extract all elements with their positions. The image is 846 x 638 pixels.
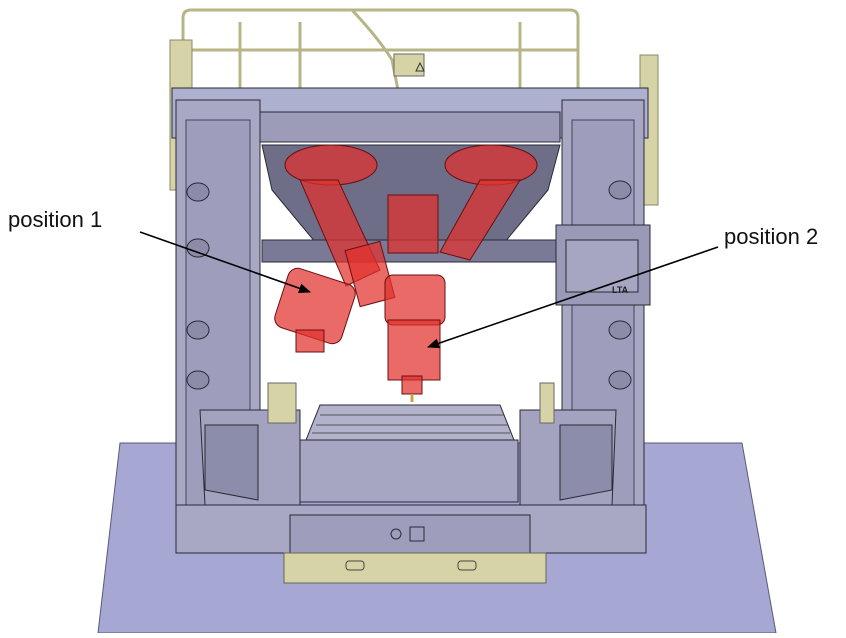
right-column-holes	[608, 180, 632, 390]
table-carriage	[299, 439, 519, 503]
chip-tray	[283, 552, 547, 584]
right-wedge	[559, 424, 613, 501]
base-port	[390, 528, 402, 540]
left-bearing	[267, 382, 297, 424]
spindle-tip-1	[295, 329, 325, 353]
callout-position-1: position 1	[8, 207, 103, 232]
head-position-2	[384, 274, 446, 326]
nameplate-logo: LTA	[612, 285, 629, 295]
spindle-position-2	[387, 319, 441, 381]
tray-handle-left	[345, 560, 365, 571]
left-wedge	[204, 424, 259, 501]
right-actuator	[444, 144, 538, 186]
tray-handle-right	[457, 560, 477, 571]
base-connector	[409, 526, 425, 542]
top-railing	[181, 8, 580, 91]
top-beam-inner	[259, 111, 561, 143]
callout-position-2: position 2	[724, 224, 819, 249]
center-body	[387, 194, 439, 254]
warning-icon	[415, 61, 425, 72]
control-panel-screen	[565, 239, 639, 293]
right-bearing	[539, 382, 555, 424]
work-table	[305, 404, 515, 441]
left-actuator	[284, 144, 378, 186]
head-joint	[344, 240, 396, 308]
position-1-arrow	[139, 231, 311, 294]
table-slots	[312, 414, 510, 434]
left-column-holes	[186, 182, 210, 390]
right-arm	[439, 179, 521, 261]
position-2-arrow	[427, 246, 719, 349]
spindle-tip-2	[401, 375, 423, 395]
